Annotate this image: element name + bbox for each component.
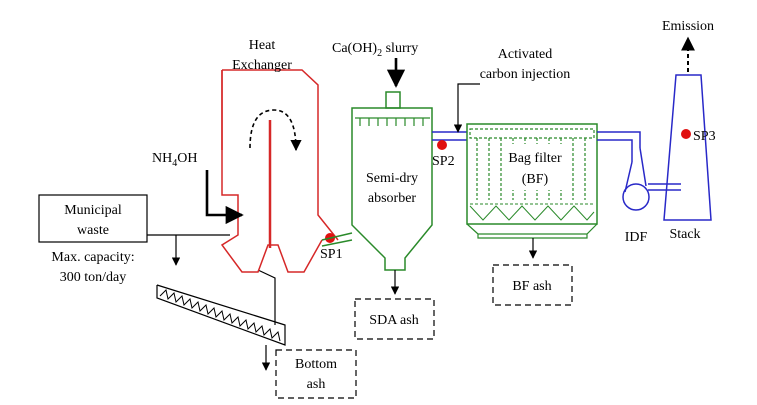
capacity-label-line1: Max. capacity: — [51, 250, 134, 265]
nh4oh-label: NH4OH — [152, 151, 197, 169]
idf-fan — [622, 183, 650, 211]
sp2-label: SP2 — [432, 154, 455, 169]
sample-point-sp2 — [437, 140, 447, 150]
carbon-injection-arrow — [453, 83, 480, 133]
furnace-to-conveyor-line — [257, 269, 276, 325]
idf-label: IDF — [625, 230, 648, 245]
bottom-ash-label-line1: Bottom — [295, 357, 337, 372]
heat-exchanger-outline — [220, 69, 339, 273]
absorber-atomizer-top — [385, 91, 401, 109]
heat-exchanger-label-line1: Heat — [249, 38, 276, 53]
sample-point-sp3 — [681, 129, 691, 139]
bottom-ash-label-line2: ash — [307, 377, 326, 392]
bag-filter-label-line1: Bag filter — [508, 151, 562, 166]
capacity-label-line2: 300 ton/day — [60, 270, 127, 285]
sda-ash-label: SDA ash — [369, 313, 418, 328]
activated-carbon-label-line2: carbon injection — [480, 67, 571, 82]
idf-fan-inlet — [624, 147, 647, 193]
bag-filter-body — [466, 123, 598, 225]
semi-dry-label-line1: Semi-dry — [366, 171, 418, 186]
stack-outline — [663, 74, 712, 221]
slurry-label: Ca(OH)2 slurry — [332, 41, 418, 59]
bf-ash-label: BF ash — [512, 279, 551, 294]
ash-conveyor — [156, 284, 286, 346]
semi-dry-absorber-outline — [351, 107, 433, 271]
heat-exchanger-flow-arrow — [249, 109, 302, 152]
bottom-ash-box — [275, 349, 357, 399]
ash-conveyor-teeth — [159, 289, 281, 342]
municipal-waste-box — [38, 194, 148, 243]
duct-absorber-to-bf — [432, 131, 467, 141]
absorber-spray-header — [355, 117, 430, 126]
bag-filter-label-line2: (BF) — [522, 172, 549, 187]
nh4oh-injection-arrow — [205, 170, 244, 225]
bag-filter-zigzag — [469, 205, 595, 221]
absorber-inlet-duct — [321, 232, 353, 247]
bag-filter-tubesheet — [469, 128, 595, 139]
activated-carbon-label-line1: Activated — [498, 47, 552, 62]
municipal-waste-label-line2: waste — [77, 223, 109, 238]
sp3-label: SP3 — [693, 129, 716, 144]
bag-filter-label-bg — [503, 144, 567, 190]
idf-to-stack-duct — [648, 183, 681, 191]
heat-exchanger-label-line2: Exchanger — [232, 58, 292, 73]
sp1-label: SP1 — [320, 247, 343, 262]
bag-filter-hopper — [466, 223, 598, 239]
emission-label: Emission — [662, 19, 714, 34]
semi-dry-label-line2: absorber — [368, 191, 417, 206]
stack-label: Stack — [669, 227, 700, 242]
bag-filter-outlet-duct — [597, 131, 641, 162]
municipal-waste-label-line1: Municipal — [64, 203, 122, 218]
